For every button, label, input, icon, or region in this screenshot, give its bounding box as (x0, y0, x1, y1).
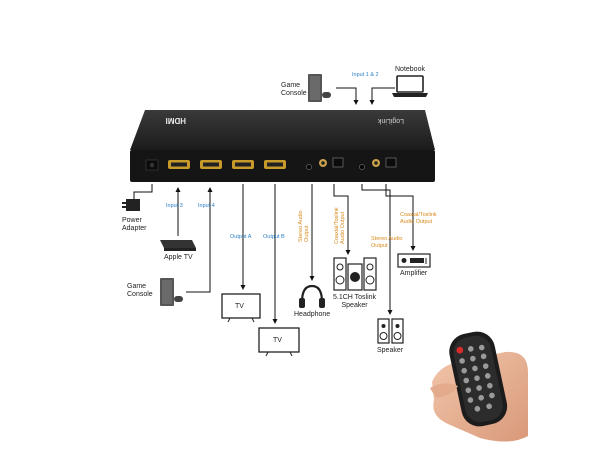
line-game-console-top (336, 87, 359, 105)
label-tv-2: TV (273, 337, 282, 344)
line-51-speaker (333, 184, 351, 255)
label-game-console-bottom: Game Console (127, 283, 153, 298)
tv-1-icon (221, 293, 261, 323)
game-console-bottom-icon (160, 278, 183, 306)
label-game-console-top: Game Console (281, 82, 307, 97)
label-input-1-2: Input 1 & 2 (352, 72, 379, 78)
hdmi-logo: HDMI (166, 116, 186, 125)
label-coaxial-toslink-2: Coaxial/Toslink Audio Output (400, 212, 437, 225)
remote-in-hand-image (430, 331, 528, 442)
remote-control-icon (449, 331, 508, 427)
device-top (130, 110, 435, 150)
stereo-jack-1 (306, 164, 312, 170)
headphone-icon (299, 284, 325, 308)
line-input-4 (186, 187, 213, 293)
hdmi-port-output-b (264, 160, 286, 169)
hdmi-port-input-4 (200, 160, 222, 169)
game-console-top-icon (308, 74, 331, 102)
hdmi-port-input-3 (168, 160, 190, 169)
label-tv-1: TV (235, 303, 244, 310)
label-input-3: Input 3 (166, 203, 183, 209)
line-notebook (369, 87, 395, 105)
notebook-icon (392, 75, 428, 97)
label-51-speaker: 5.1CH Toslink Speaker (333, 294, 377, 309)
toslink-port-2 (385, 157, 397, 168)
label-output-b: Output B (263, 234, 285, 240)
logilink-brand: LogiLink (377, 117, 404, 124)
label-speaker: Speaker (377, 347, 404, 354)
remote-power-button (456, 346, 464, 354)
label-stereo-audio-output-2: Stereo Audio Output (371, 236, 403, 249)
hdmi-port-output-a (232, 160, 254, 169)
power-adapter-icon (122, 199, 140, 211)
speaker-pair-icon (377, 318, 404, 344)
apple-tv-icon (160, 240, 196, 251)
label-output-a: Output A (230, 234, 252, 240)
label-notebook: Notebook (395, 66, 425, 73)
label-coaxial-toslink-1: Coaxial/Toslink Audio Output (334, 207, 346, 244)
label-power-adapter: Power Adapter (122, 217, 147, 232)
toslink-port-1 (332, 157, 344, 168)
hdmi-switch-device: HDMI LogiLink (130, 110, 435, 182)
label-amplifier: Amplifier (400, 270, 428, 277)
label-headphone: Headphone (294, 311, 331, 318)
connection-lines (133, 87, 416, 324)
tv-2-icon (258, 327, 300, 357)
thumb (430, 383, 458, 398)
speaker-51-icon (333, 257, 377, 291)
line-power (133, 184, 153, 200)
label-stereo-audio-output-1: Stereo Audio Output (298, 210, 310, 243)
line-amplifier (385, 184, 416, 251)
amplifier-icon (397, 253, 431, 268)
line-speaker (361, 184, 393, 315)
stereo-jack-2 (359, 164, 365, 170)
label-apple-tv: Apple TV (164, 254, 193, 261)
label-input-4: Input 4 (198, 203, 215, 209)
